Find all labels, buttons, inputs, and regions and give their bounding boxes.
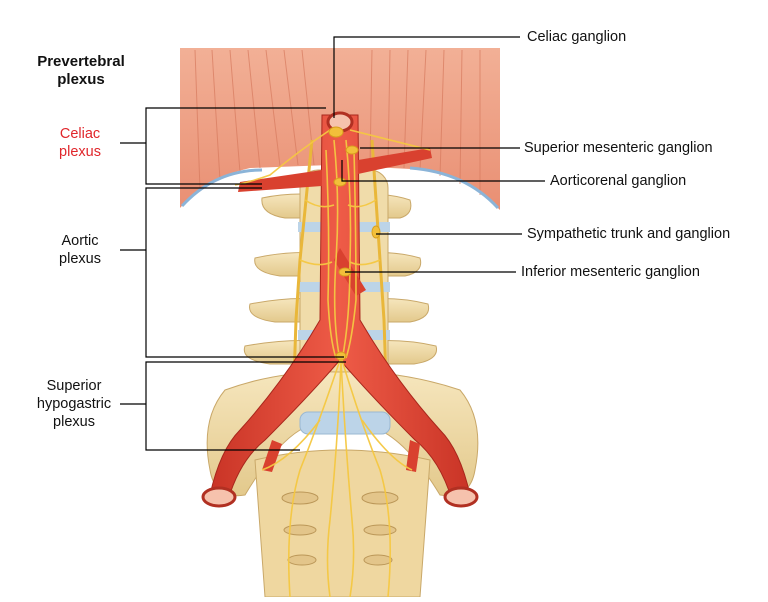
heading-line-2: plexus [57, 71, 105, 88]
sacrum-pelvis [206, 371, 479, 598]
sympathetic-trunk-label: Sympathetic trunk and ganglion [527, 226, 731, 242]
nerve-plexus [234, 129, 431, 598]
celiac-plexus-label: Celiac plexus [40, 125, 120, 161]
superior-hypogastric-plexus-label: Superior hypogastric plexus [28, 377, 120, 431]
ganglia [328, 126, 381, 361]
aortic-plexus-line-2: plexus [59, 251, 101, 267]
prevertebral-plexus-heading: Prevertebral plexus [26, 53, 136, 89]
superior-hypogastric-line-1: Superior [46, 378, 102, 394]
superior-hypogastric-line-3: plexus [53, 414, 95, 430]
celiac-plexus-line-2: plexus [59, 144, 101, 160]
celiac-plexus-line-1: Celiac [59, 126, 101, 142]
aortic-plexus-label: Aortic plexus [40, 232, 120, 268]
aorticorenal-ganglion-label: Aorticorenal ganglion [550, 173, 687, 189]
superior-mesenteric-ganglion-label: Superior mesenteric ganglion [524, 140, 713, 156]
inferior-mesenteric-ganglion-label: Inferior mesenteric ganglion [521, 264, 700, 280]
leader-lines [120, 36, 545, 451]
superior-hypogastric-line-2: hypogastric [36, 396, 112, 412]
heading-line-1: Prevertebral [37, 53, 125, 70]
celiac-ganglion-label: Celiac ganglion [527, 29, 627, 45]
aortic-plexus-line-1: Aortic [61, 233, 99, 249]
